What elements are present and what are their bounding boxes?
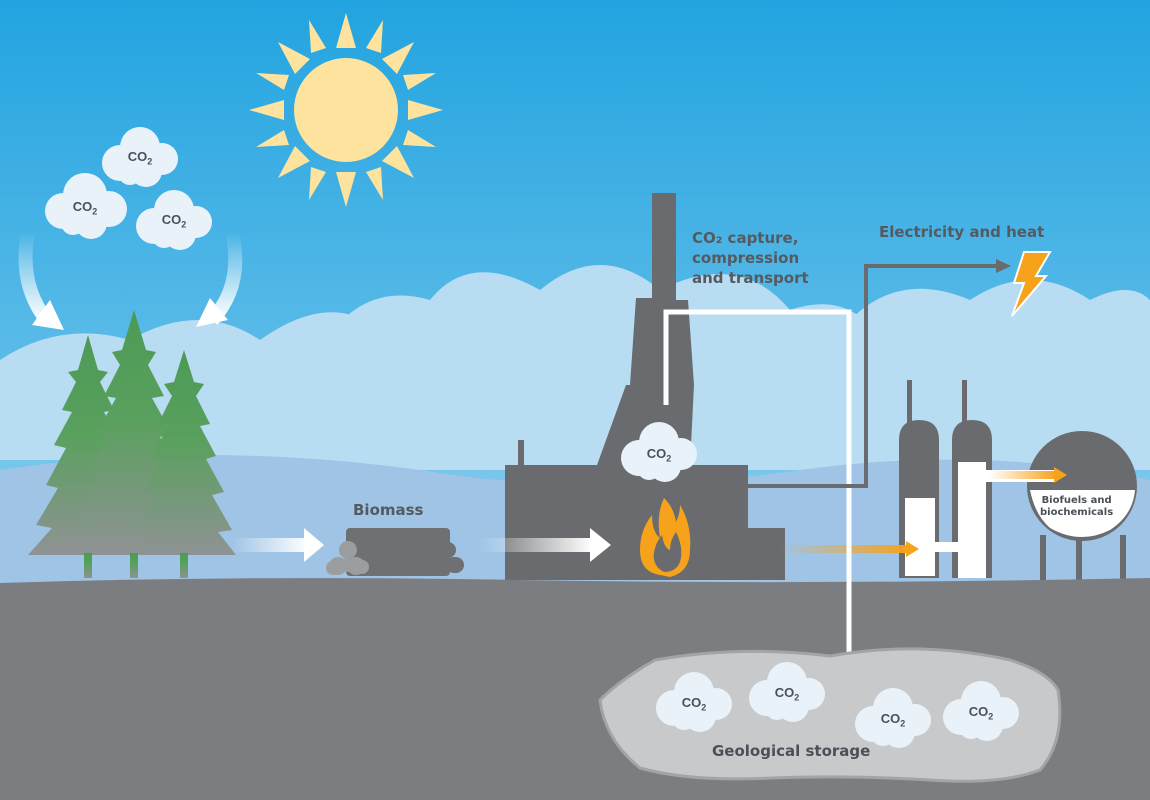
factory-icon <box>505 193 785 580</box>
electricity-arrowhead <box>996 259 1011 273</box>
combustion-flow-arrow <box>478 528 611 562</box>
co2-capture-label-line1: CO₂ capture, <box>692 229 799 247</box>
fire-icon <box>640 498 691 577</box>
lightning-icon <box>1011 251 1052 317</box>
electricity-line <box>748 264 998 488</box>
biofuels-label-line1: Biofuels and <box>1041 495 1112 506</box>
co2-subscript: 2 <box>900 718 906 729</box>
biomass-flow-arrow <box>232 528 324 562</box>
biofuels-label-line2: biochemicals <box>1040 507 1114 518</box>
co2-text: CO <box>72 199 93 214</box>
biofuels-tank-label-panel <box>1030 490 1135 538</box>
co2-text: CO <box>646 446 667 461</box>
co2-subscript: 2 <box>988 711 994 722</box>
co2-label-sky-3: CO2 <box>134 212 214 230</box>
co2-label-plant: CO2 <box>619 446 699 464</box>
co2-subscript: 2 <box>92 206 98 217</box>
sun-icon <box>249 13 443 207</box>
co2-label-sky-1: CO2 <box>100 149 180 167</box>
log-pile-icon <box>326 528 464 576</box>
co2-subscript: 2 <box>794 692 800 703</box>
biochemical-flow-arrow <box>990 467 1067 483</box>
co2-label-storage-4: CO2 <box>941 704 1021 722</box>
co2-capture-pipe <box>663 309 852 678</box>
biofuel-flow-arrow <box>780 541 919 557</box>
co2-cloud-icon <box>45 127 1019 748</box>
co2-label-storage-3: CO2 <box>853 711 933 729</box>
geological-storage-reservoir <box>598 647 1062 783</box>
biomass-label: Biomass <box>353 501 424 519</box>
co2-capture-label: CO₂ capture, compression and transport <box>692 228 809 288</box>
co2-subscript: 2 <box>666 453 672 464</box>
co2-subscript: 2 <box>701 702 707 713</box>
co2-text: CO <box>681 695 702 710</box>
electricity-heat-label: Electricity and heat <box>879 223 1045 241</box>
co2-capture-label-line2: compression <box>692 249 800 267</box>
co2-subscript: 2 <box>147 156 153 167</box>
geological-storage-label: Geological storage <box>712 742 871 760</box>
co2-text: CO <box>774 685 795 700</box>
co2-label-storage-2: CO2 <box>747 685 827 703</box>
co2-text: CO <box>968 704 989 719</box>
co2-subscript: 2 <box>181 219 187 230</box>
biofuels-label: Biofuels and biochemicals <box>1040 495 1113 519</box>
co2-label-sky-2: CO2 <box>45 199 125 217</box>
co2-text: CO <box>880 711 901 726</box>
co2-capture-label-line3: and transport <box>692 269 809 287</box>
tree-icon <box>28 310 236 578</box>
co2-text: CO <box>127 149 148 164</box>
co2-label-storage-1: CO2 <box>654 695 734 713</box>
co2-text: CO <box>161 212 182 227</box>
absorption-arrows <box>18 230 243 330</box>
